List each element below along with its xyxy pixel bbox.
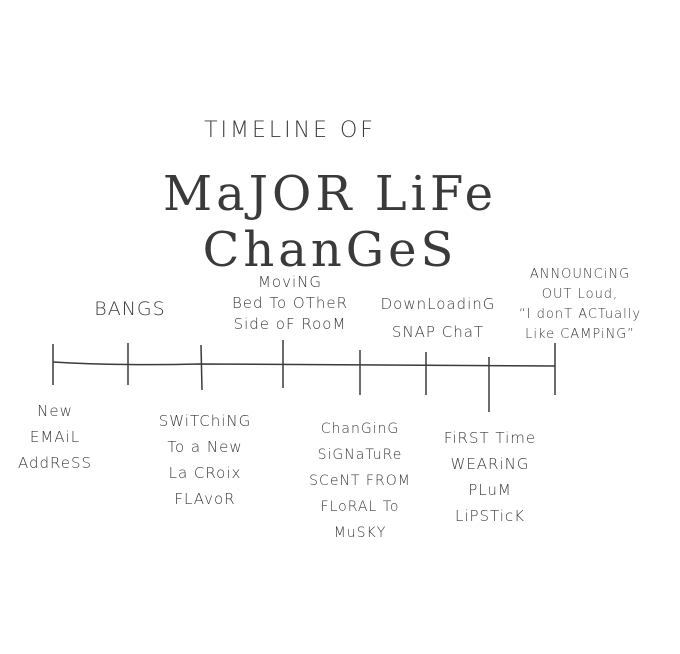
event-camping: ANNOUNCiNG OUT Loud, “I donT ACTually Li… — [518, 267, 642, 342]
event-moving-bed: MoviNG Bed To OTheR Side oF RooM — [231, 273, 349, 333]
title-line-1: TIMELINE OF — [204, 118, 376, 143]
event-la-croix: SWiTChiNG To a New La CRoix FLAvoR — [158, 412, 252, 508]
event-plum-lipstick: FiRST Time WEARiNG PLuM LiPSTicK — [443, 429, 537, 525]
tick-la-croix — [200, 344, 203, 391]
title-line-2: MaJOR LiFe ChanGeS — [162, 166, 498, 278]
event-new-email: New EMAiL AddReSS — [17, 402, 93, 472]
timeline-line — [52, 361, 556, 367]
event-bangs: BANGS — [94, 298, 166, 320]
event-signature-scent: ChanGinG SiGNaTuRe SCeNT FROM FLoRAL To … — [309, 421, 411, 541]
event-snapchat: DownLoadinG SNAP ChaT — [380, 295, 496, 341]
